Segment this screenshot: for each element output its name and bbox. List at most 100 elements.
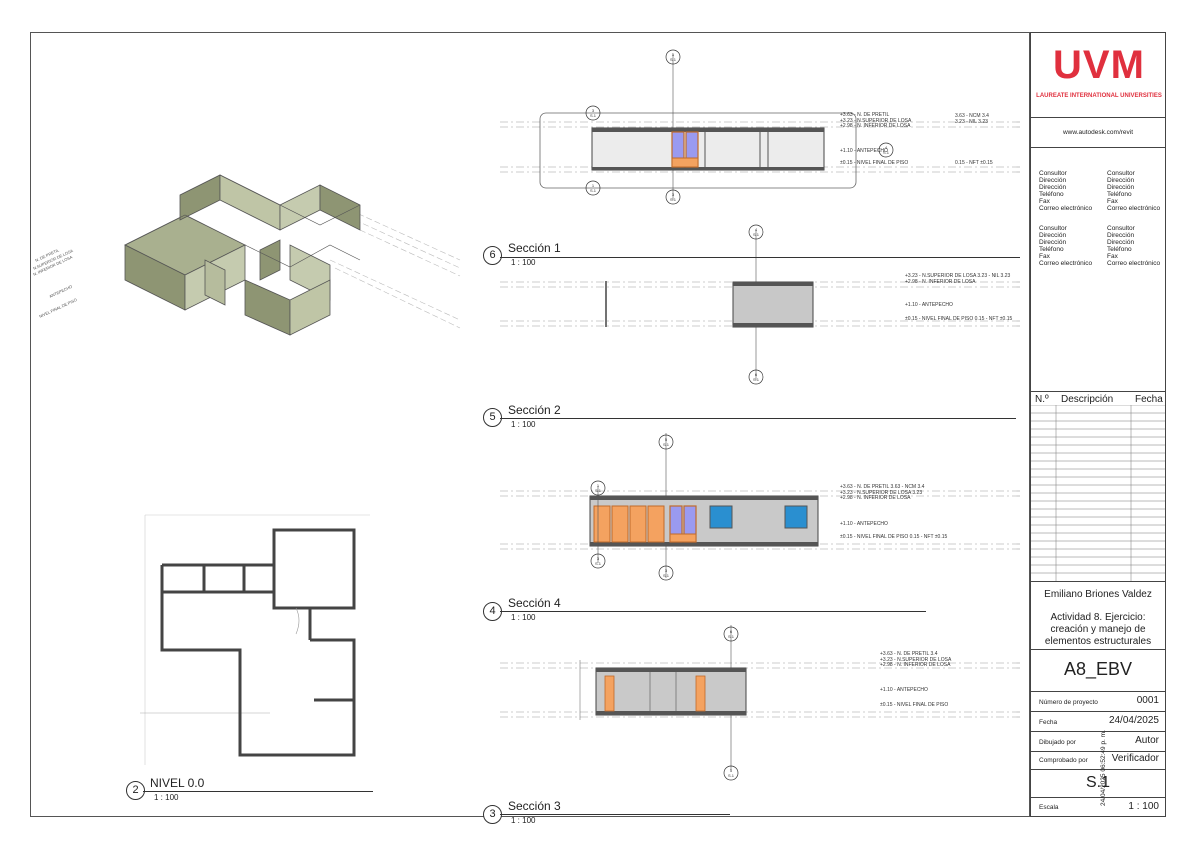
svg-text:S.1: S.1	[663, 442, 670, 447]
section-3-drawing: +3.63 - N. DE PRETIL 3.4 +3.23 - N.SUPER…	[500, 625, 1020, 781]
svg-text:+1.10 - ANTEPECHO: +1.10 - ANTEPECHO	[840, 521, 888, 527]
svg-text:S.1: S.1	[670, 57, 677, 62]
svg-text:S.1: S.1	[883, 150, 890, 155]
checked-by-value: Verificador	[1111, 753, 1159, 764]
svg-text:+2.98 - N. INFERIOR DE LOSA: +2.98 - N. INFERIOR DE LOSA	[840, 123, 911, 129]
svg-text:5: 5	[665, 437, 668, 442]
svg-text:±0.15 - NIVEL FINAL DE PISO 0.: ±0.15 - NIVEL FINAL DE PISO 0.15 - NFT ±…	[905, 316, 1013, 322]
svg-text:5: 5	[730, 768, 733, 773]
svg-text:ANTEPECHO: ANTEPECHO	[48, 284, 73, 299]
revision-table-grid	[1031, 405, 1165, 581]
svg-text:4: 4	[885, 145, 888, 150]
contact-block: Consultor Dirección Dirección Teléfono F…	[1039, 170, 1092, 212]
drawn-by-value: Autor	[1135, 735, 1159, 746]
contact-label: Fax	[1039, 253, 1050, 260]
view-title-line	[500, 814, 730, 815]
date-value: 24/04/2025	[1108, 715, 1159, 726]
view-scale: 1 : 100	[511, 613, 536, 622]
contact-block: Consultor Dirección Dirección Teléfono F…	[1039, 225, 1092, 267]
svg-text:+1.10 - ANTEPECHO: +1.10 - ANTEPECHO	[880, 687, 928, 693]
svg-text:+3.23 - N.SUPERIOR DE LOSA: +3.23 - N.SUPERIOR DE LOSA	[880, 657, 952, 663]
svg-text:+3.63 - N. DE PRETIL 3.4: +3.63 - N. DE PRETIL 3.4	[880, 651, 938, 657]
scale-label: Escala	[1039, 804, 1059, 811]
contact-label: Teléfono	[1107, 246, 1132, 253]
view-title-line	[500, 257, 1020, 258]
print-timestamp: 24/04/2025 06:52:49 p. m.	[1100, 730, 1107, 806]
contact-label: Dirección	[1039, 177, 1067, 184]
svg-text:±0.15 - NIVEL FINAL DE PISO 0.: ±0.15 - NIVEL FINAL DE PISO 0.15 - NFT ±…	[840, 534, 948, 540]
author-name: Emiliano Briones Valdez	[1044, 589, 1152, 600]
svg-text:1: 1	[597, 483, 600, 488]
contact-label: Dirección	[1039, 232, 1067, 239]
svg-text:S.1: S.1	[670, 197, 677, 202]
view-title: Sección 4	[508, 596, 561, 610]
view-title-line	[143, 791, 373, 792]
contact-label: Teléfono	[1039, 191, 1064, 198]
isometric-view: N. DE PRETIL N.SUPERIOR DE LOSA N. INFER…	[32, 174, 461, 336]
project-number-label: Número de proyecto	[1039, 699, 1098, 706]
project-number: 0001	[1136, 695, 1159, 706]
svg-text:+1.10 - ANTEPECHO: +1.10 - ANTEPECHO	[840, 148, 888, 154]
view-number-badge: 3	[483, 805, 502, 824]
view-title: Sección 2	[508, 403, 561, 417]
contact-label: Consultor	[1039, 170, 1067, 177]
svg-text:S.1: S.1	[595, 561, 602, 566]
svg-text:3: 3	[592, 108, 595, 113]
view-number-badge: 6	[483, 246, 502, 265]
svg-text:S.1: S.1	[728, 634, 735, 639]
svg-text:+3.23 - N.SUPERIOR DE LOSA: +3.23 - N.SUPERIOR DE LOSA	[840, 118, 912, 124]
svg-text:+3.23 - N.SUPERIOR DE LOSA 3.2: +3.23 - N.SUPERIOR DE LOSA 3.23	[840, 490, 922, 496]
view-title: Sección 1	[508, 241, 561, 255]
contact-label: Consultor	[1039, 225, 1067, 232]
svg-text:+1.10 - ANTEPECHO: +1.10 - ANTEPECHO	[905, 302, 953, 308]
contact-label: Fax	[1039, 198, 1050, 205]
contact-label: Dirección	[1107, 184, 1135, 191]
svg-text:±0.15 - NIVEL FINAL DE PISO: ±0.15 - NIVEL FINAL DE PISO	[880, 702, 948, 708]
view-scale: 1 : 100	[511, 420, 536, 429]
svg-text:3.23 - NIL 3.23: 3.23 - NIL 3.23	[955, 119, 988, 125]
contact-label: Fax	[1107, 253, 1118, 260]
svg-text:±0.15 - NIVEL FINAL DE PISO: ±0.15 - NIVEL FINAL DE PISO	[840, 160, 908, 166]
view-scale: 1 : 100	[511, 258, 536, 267]
view-scale: 1 : 100	[511, 816, 536, 825]
svg-text:+2.98 - N. INFERIOR DE LOSA: +2.98 - N. INFERIOR DE LOSA	[905, 279, 976, 285]
svg-text:S.1: S.1	[590, 113, 597, 118]
contact-label: Dirección	[1107, 232, 1135, 239]
contact-label: Consultor	[1107, 225, 1135, 232]
contact-label: Correo electrónico	[1107, 205, 1161, 212]
svg-text:1: 1	[592, 183, 595, 188]
svg-text:3: 3	[597, 556, 600, 561]
revision-description-header: Descripción	[1061, 394, 1114, 405]
drawn-by-label: Dibujado por	[1039, 739, 1076, 746]
contact-label: Dirección	[1107, 177, 1135, 184]
svg-text:S.1: S.1	[590, 188, 597, 193]
svg-text:+2.98 - N. INFERIOR DE LOSA: +2.98 - N. INFERIOR DE LOSA	[840, 495, 911, 501]
revision-table-header: N.º Descripción Fecha	[1031, 393, 1165, 407]
contact-label: Teléfono	[1107, 191, 1132, 198]
checked-by-label: Comprobado por	[1039, 757, 1088, 764]
svg-text:0.15 - NFT ±0.15: 0.15 - NFT ±0.15	[955, 160, 993, 166]
contact-block: Consultor Dirección Dirección Teléfono F…	[1107, 170, 1160, 212]
sheet-number: S.1	[1085, 774, 1110, 791]
drawing-frame	[30, 32, 1030, 817]
svg-text:6: 6	[755, 372, 758, 377]
svg-text:S.1: S.1	[595, 488, 602, 493]
svg-text:+3.23 - N.SUPERIOR DE LOSA 3.2: +3.23 - N.SUPERIOR DE LOSA 3.23 - NIL 3.…	[905, 273, 1010, 279]
section-2-drawing: +3.23 - N.SUPERIOR DE LOSA 3.23 - NIL 3.…	[500, 224, 1020, 385]
contact-label: Correo electrónico	[1039, 205, 1093, 212]
svg-text:+2.98 - N. INFERIOR DE LOSA: +2.98 - N. INFERIOR DE LOSA	[880, 662, 951, 668]
date-label: Fecha	[1039, 719, 1058, 726]
svg-text:S.1: S.1	[728, 773, 735, 778]
svg-text:4: 4	[755, 227, 758, 232]
contact-label: Dirección	[1039, 184, 1067, 191]
svg-text:S.1: S.1	[753, 377, 760, 382]
svg-text:6: 6	[730, 629, 733, 634]
svg-text:+3.63 - N. DE PRETIL: +3.63 - N. DE PRETIL	[840, 112, 890, 118]
contact-label: Fax	[1107, 198, 1118, 205]
floor-plan	[140, 514, 370, 765]
svg-text:S.1: S.1	[663, 573, 670, 578]
uvm-logo: UVM	[1053, 43, 1145, 87]
contact-label: Dirección	[1039, 239, 1067, 246]
contact-label: Dirección	[1107, 239, 1135, 246]
svg-text:+3.63 - N. DE PRETIL 3.63 - NC: +3.63 - N. DE PRETIL 3.63 - NCM 3.4	[840, 484, 925, 490]
